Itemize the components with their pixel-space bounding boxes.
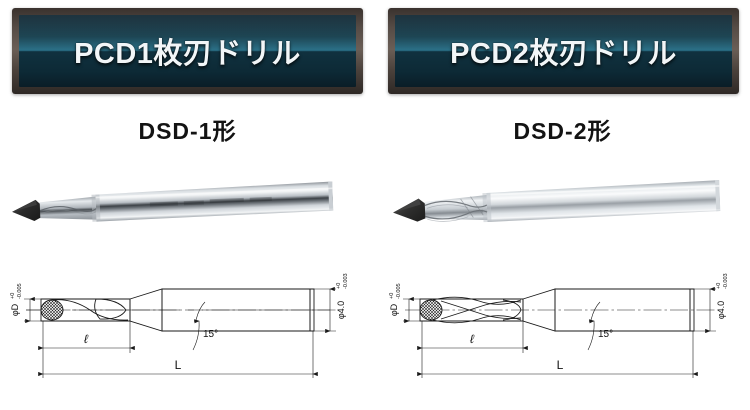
pcd-single-flute-drill-drawing: φD +0 -0.005 φ4.0 +0 -0.003 15°	[0, 258, 375, 408]
shank-tolerance-lower: -0.003	[723, 273, 729, 289]
product-banner-label-right: PCD2枚刃ドリル	[450, 38, 677, 70]
overall-length-label: L	[175, 358, 182, 372]
shank-diameter-label: φ4.0	[716, 301, 726, 319]
shank-tolerance-upper: +0	[336, 283, 342, 289]
shank-tolerance-upper: +0	[716, 283, 722, 289]
shank-diameter-label: φ4.0	[336, 301, 346, 319]
pcd-single-flute-drill-photo	[0, 160, 375, 255]
product-banner-right: PCD2枚刃ドリル	[388, 8, 739, 94]
model-label-left: DSD-1形	[138, 118, 237, 144]
shank-engraving-left	[149, 196, 272, 207]
tip-tolerance-lower: -0.005	[17, 283, 23, 299]
product-banner-label-left: PCD1枚刃ドリル	[74, 38, 301, 70]
tip-tolerance-upper: +0	[10, 293, 16, 299]
product-banner-inner-right: PCD2枚刃ドリル	[395, 15, 732, 87]
pcd-double-flute-drill-photo	[375, 160, 750, 255]
flute-length-label: ℓ	[470, 332, 475, 346]
model-label-right: DSD-2形	[513, 118, 612, 144]
taper-angle-label: 15°	[598, 329, 613, 340]
product-banner-left: PCD1枚刃ドリル	[12, 8, 363, 94]
product-column-left: PCD1枚刃ドリル DSD-1形	[0, 8, 375, 408]
pcd-double-flute-drill-drawing: φD +0 -0.005 φ4.0 +0 -0.003 15°	[375, 258, 750, 408]
shank-tolerance-lower: -0.003	[343, 273, 349, 289]
flute-length-label: ℓ	[84, 332, 89, 346]
product-banner-inner-left: PCD1枚刃ドリル	[19, 15, 356, 87]
taper-angle-label: 15°	[203, 329, 218, 340]
overall-length-label: L	[557, 358, 564, 372]
tip-tolerance-lower: -0.005	[396, 283, 402, 299]
tip-tolerance-upper: +0	[389, 293, 395, 299]
product-column-right: PCD2枚刃ドリル DSD-2形	[375, 0, 750, 410]
tip-diameter-label: φD	[389, 303, 399, 316]
tip-diameter-label: φD	[10, 303, 20, 316]
